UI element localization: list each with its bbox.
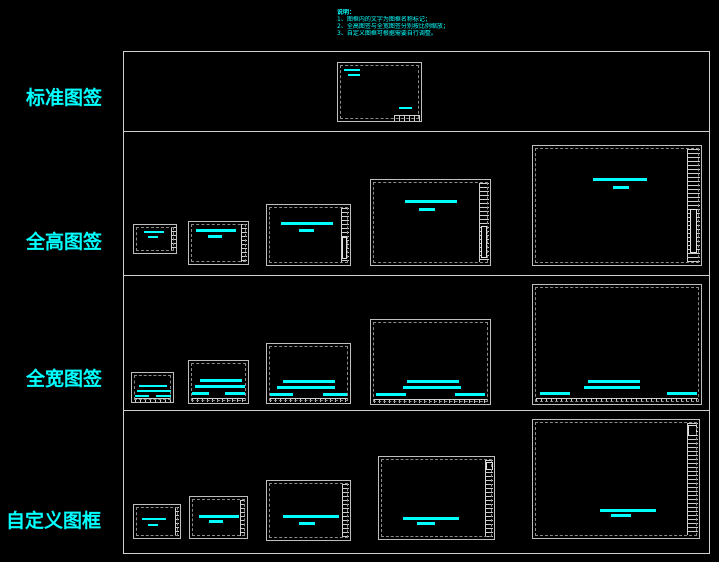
sheet-label-mark bbox=[584, 386, 640, 389]
sheet-label-mark bbox=[156, 395, 171, 397]
sheet-label-mark bbox=[407, 380, 459, 383]
drawing-sheet[interactable] bbox=[188, 360, 249, 404]
sheet-label-mark bbox=[344, 69, 360, 71]
sheet-label-mark bbox=[196, 229, 236, 232]
title-block bbox=[374, 399, 487, 403]
notes-title: 说明： bbox=[337, 9, 356, 16]
drawing-sheet[interactable] bbox=[370, 319, 491, 405]
drawing-sheet[interactable] bbox=[133, 504, 181, 539]
sheet-label-mark bbox=[611, 514, 631, 517]
notes-line: 1、图框内的文字为图框名称标记； bbox=[337, 16, 431, 23]
drawing-sheet[interactable] bbox=[131, 372, 174, 403]
title-block bbox=[341, 208, 349, 262]
notes-line: 3、自定义图框可根据需要自行调整。 bbox=[337, 30, 437, 37]
title-block bbox=[536, 398, 698, 402]
drawing-sheet[interactable] bbox=[189, 496, 248, 539]
row-label-standard: 标准图签 bbox=[26, 87, 103, 109]
title-block bbox=[342, 484, 349, 537]
sheet-label-mark bbox=[613, 186, 629, 189]
sheet-label-mark bbox=[299, 522, 315, 525]
sheet-label-mark bbox=[593, 178, 647, 181]
sheet-label-mark bbox=[139, 385, 167, 387]
sheet-label-mark bbox=[144, 231, 164, 233]
sheet-label-mark bbox=[600, 509, 656, 512]
sheet-label-mark bbox=[405, 200, 457, 203]
title-block bbox=[687, 149, 700, 262]
sheet-label-mark bbox=[208, 235, 222, 238]
drawing-sheet[interactable] bbox=[378, 456, 495, 540]
drawing-sheet[interactable] bbox=[266, 480, 351, 541]
title-block bbox=[485, 460, 493, 537]
sheet-label-mark bbox=[403, 386, 461, 389]
title-block-cell bbox=[688, 425, 697, 436]
sheet-label-mark bbox=[137, 390, 171, 392]
drawing-sheet[interactable] bbox=[188, 221, 249, 265]
title-block bbox=[171, 227, 176, 251]
sheet-label-mark bbox=[455, 393, 485, 396]
title-block-cell bbox=[342, 237, 347, 259]
title-block-cell bbox=[486, 462, 493, 470]
title-block bbox=[192, 398, 245, 402]
row-cell-custom bbox=[123, 410, 710, 554]
row-label-full-height: 全高图签 bbox=[26, 231, 103, 253]
sheet-label-mark bbox=[148, 524, 158, 526]
sheet-label-mark bbox=[376, 393, 406, 396]
sheet-label-mark bbox=[148, 236, 158, 238]
title-block-cell bbox=[690, 209, 697, 253]
title-block bbox=[687, 423, 698, 535]
drawing-sheet[interactable] bbox=[532, 419, 700, 539]
title-block bbox=[175, 507, 179, 536]
sheet-label-mark bbox=[195, 385, 245, 388]
title-block bbox=[394, 115, 420, 121]
row-label-full-width: 全宽图签 bbox=[26, 368, 103, 390]
sheet-label-mark bbox=[192, 392, 209, 395]
drawing-sheet[interactable] bbox=[370, 179, 491, 266]
sheet-label-mark bbox=[403, 517, 459, 520]
sheet-label-mark bbox=[283, 515, 339, 518]
sheet-label-mark bbox=[225, 392, 245, 395]
drawing-sheet[interactable] bbox=[133, 224, 177, 254]
sheet-label-mark bbox=[209, 520, 223, 523]
sheet-label-mark bbox=[667, 392, 697, 395]
sheet-label-mark bbox=[200, 379, 242, 382]
sheet-label-mark bbox=[199, 515, 239, 518]
title-block bbox=[270, 398, 347, 402]
sheet-label-mark bbox=[142, 518, 166, 520]
sheet-label-mark bbox=[540, 392, 570, 395]
sheet-label-mark bbox=[399, 107, 412, 109]
title-block bbox=[479, 183, 489, 262]
title-block bbox=[241, 224, 247, 262]
sheet-label-mark bbox=[419, 208, 435, 211]
drawing-sheet[interactable] bbox=[532, 145, 702, 266]
sheet-label-mark bbox=[417, 522, 435, 525]
sheet-label-mark bbox=[588, 380, 640, 383]
sheet-label-mark bbox=[270, 393, 293, 396]
sheet-label-mark bbox=[135, 395, 149, 397]
title-block-cell bbox=[481, 226, 487, 258]
notes-line: 2、全高图签与全宽图签分别按比例缩放； bbox=[337, 23, 447, 30]
row-label-custom: 自定义图框 bbox=[6, 510, 102, 532]
sheet-label-mark bbox=[299, 229, 314, 232]
sheet-label-mark bbox=[323, 393, 348, 396]
sheet-label-mark bbox=[281, 222, 333, 225]
sheet-label-mark bbox=[277, 386, 335, 389]
drawing-sheet[interactable] bbox=[337, 62, 422, 122]
drawing-sheet[interactable] bbox=[532, 284, 702, 405]
drawing-sheet[interactable] bbox=[266, 204, 351, 266]
title-block bbox=[135, 398, 171, 402]
drawing-sheet[interactable] bbox=[266, 343, 351, 404]
title-block bbox=[240, 500, 245, 536]
notes-block: 说明： 1、图框内的文字为图框名称标记； 2、全高图签与全宽图签分别按比例缩放；… bbox=[337, 9, 447, 39]
sheet-label-mark bbox=[283, 380, 335, 383]
sheet-label-mark bbox=[348, 74, 360, 76]
